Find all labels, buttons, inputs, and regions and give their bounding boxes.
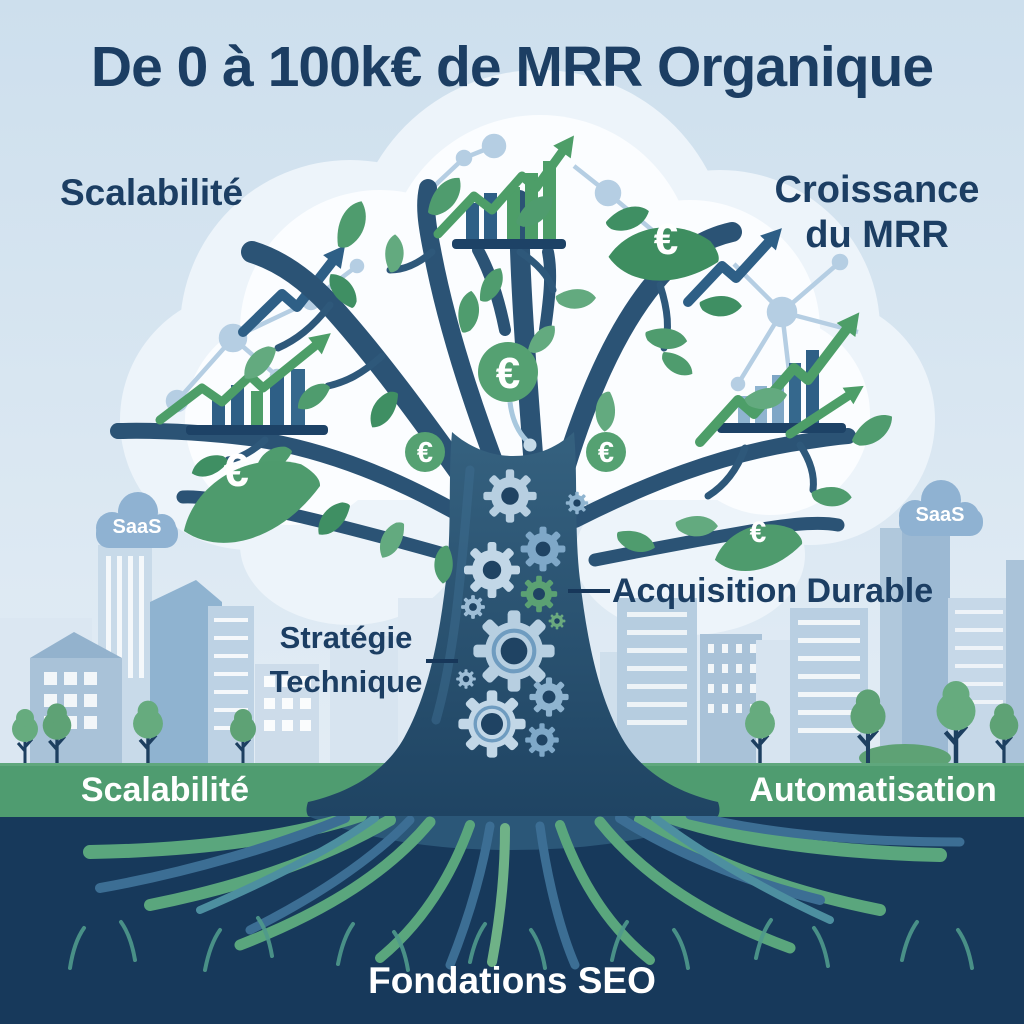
trunk-highlight xyxy=(431,465,475,725)
label-croissance-mrr: Croissance du MRR xyxy=(774,169,980,256)
gear-icon xyxy=(458,690,526,758)
city-building xyxy=(790,608,868,765)
growth-arrow-icon xyxy=(785,391,853,439)
growth-arrow-icon xyxy=(155,341,320,425)
city-building xyxy=(700,634,762,765)
euro-icon: € xyxy=(417,437,433,469)
label-automatisation-band: Automatisation xyxy=(749,771,997,809)
gear-icon xyxy=(520,526,566,572)
growth-arrow-icon xyxy=(683,220,790,307)
gear-icon xyxy=(525,723,559,757)
skyline-right xyxy=(743,528,1024,772)
euro-coin-icon: € xyxy=(478,342,538,452)
label-acquisition-durable: Acquisition Durable xyxy=(612,572,934,610)
gears-group xyxy=(456,469,589,758)
city-building xyxy=(255,664,319,765)
city-building xyxy=(150,580,222,765)
gear-icon xyxy=(520,575,558,613)
euro-leaf-icon: € xyxy=(605,203,726,307)
label-scalabilite-top: Scalabilité xyxy=(60,172,244,213)
gear-icon xyxy=(461,595,485,619)
euro-icon: € xyxy=(654,215,678,264)
grass xyxy=(68,916,974,972)
skyline-center xyxy=(600,598,762,765)
euro-icon: € xyxy=(750,516,767,549)
growth-arrow-icon xyxy=(433,147,567,239)
euro-coin-icon: € xyxy=(586,432,626,472)
gear-icon xyxy=(548,612,566,630)
euro-icon: € xyxy=(223,444,249,496)
saas-cloud-right-label: SaaS xyxy=(915,504,965,526)
euro-coin-icon: € xyxy=(405,432,445,472)
city-building xyxy=(880,528,950,765)
gear-icon xyxy=(456,669,476,689)
euro-leaf-icon: € xyxy=(183,444,322,550)
gear-icon xyxy=(529,677,569,717)
saas-cloud-icon xyxy=(96,492,178,548)
gear-icon xyxy=(464,542,520,598)
gear-icon xyxy=(473,610,555,692)
label-scalabilite-band: Scalabilité xyxy=(80,771,250,809)
roots-icon xyxy=(83,808,965,970)
label-fondations-seo: Fondations SEO xyxy=(368,960,656,1001)
euro-icon: € xyxy=(496,349,520,398)
label-strategie-technique: Stratégie Technique xyxy=(269,620,423,700)
gear-icon xyxy=(483,469,537,523)
gear-icon xyxy=(565,491,589,515)
bar-chart-icon xyxy=(155,324,338,435)
page-title: De 0 à 100k€ de MRR Organique xyxy=(90,35,934,99)
saas-cloud-left-label: SaaS xyxy=(112,516,162,538)
network-nodes-icon xyxy=(730,253,859,392)
skyline-left xyxy=(0,545,458,767)
city-building xyxy=(30,632,122,765)
euro-icon: € xyxy=(598,437,614,469)
saas-cloud-icon xyxy=(899,480,983,536)
coin-stem xyxy=(507,401,529,443)
euro-leaf-icon: € xyxy=(713,513,805,583)
city-building xyxy=(617,598,697,765)
